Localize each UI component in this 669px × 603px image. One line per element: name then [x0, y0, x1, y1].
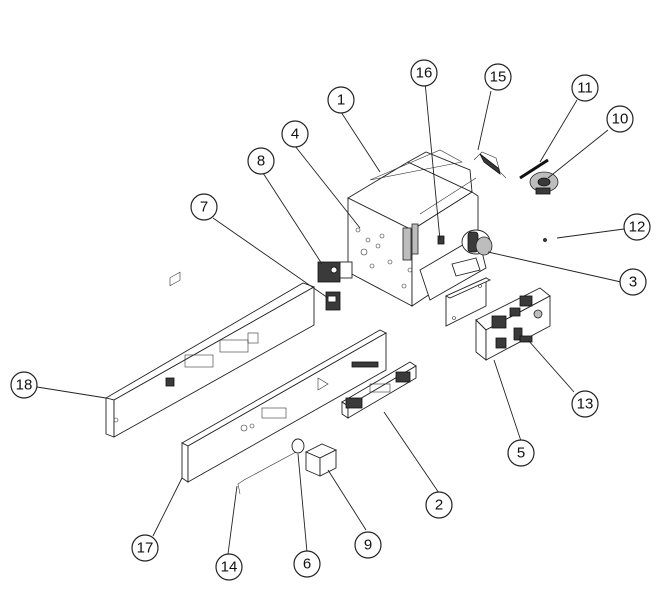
callout-11: 11 [571, 74, 599, 102]
callout-5: 5 [507, 439, 535, 467]
svg-text:1: 1 [337, 92, 345, 109]
callout-12: 12 [623, 213, 651, 241]
part-9-cube [304, 443, 338, 477]
svg-text:12: 12 [629, 219, 646, 236]
svg-text:8: 8 [257, 153, 265, 170]
svg-text:6: 6 [303, 556, 311, 573]
callout-13: 13 [571, 390, 599, 418]
part-3-motor [461, 229, 493, 256]
callout-1: 1 [327, 86, 355, 114]
svg-text:18: 18 [16, 377, 33, 394]
callout-9: 9 [354, 531, 382, 559]
callout-4: 4 [281, 120, 309, 148]
part-12-screw [543, 238, 547, 242]
part-5-insulator [444, 277, 492, 327]
part-15-sensor-wire [473, 151, 507, 179]
part-14-rod [237, 451, 297, 495]
part-17-lower-panel [181, 329, 387, 483]
callout-2: 2 [425, 491, 453, 519]
callout-18: 18 [10, 371, 38, 399]
svg-text:16: 16 [416, 65, 433, 82]
svg-text:13: 13 [577, 396, 594, 413]
svg-text:3: 3 [629, 274, 637, 291]
svg-text:15: 15 [490, 69, 507, 86]
callout-15: 15 [484, 63, 512, 91]
callout-8: 8 [247, 147, 275, 175]
callout-10: 10 [606, 105, 634, 133]
part-2-control-board [341, 361, 417, 419]
leader-lines [36, 81, 625, 555]
part-13-pcb [475, 287, 551, 361]
part-10-pressure-switch [529, 171, 559, 195]
callout-16: 16 [410, 59, 438, 87]
part-11-clip [519, 158, 549, 180]
svg-text:4: 4 [291, 126, 299, 143]
svg-text:10: 10 [612, 111, 629, 128]
callout-3: 3 [619, 268, 647, 296]
part-1-chassis [347, 149, 487, 307]
callout-7: 7 [190, 193, 218, 221]
svg-text:9: 9 [364, 537, 372, 554]
part-7-block [325, 291, 341, 311]
svg-text:11: 11 [577, 80, 593, 97]
svg-text:5: 5 [517, 445, 525, 462]
callout-6: 6 [293, 550, 321, 578]
part-8-relay [317, 261, 353, 283]
svg-text:2: 2 [435, 497, 443, 514]
part-6-ring [291, 438, 305, 454]
callout-17: 17 [131, 534, 159, 562]
callout-14: 14 [215, 553, 243, 581]
svg-text:7: 7 [200, 199, 208, 216]
part-18-front-panel [104, 271, 316, 438]
svg-text:17: 17 [137, 540, 154, 557]
svg-text:14: 14 [221, 559, 238, 576]
